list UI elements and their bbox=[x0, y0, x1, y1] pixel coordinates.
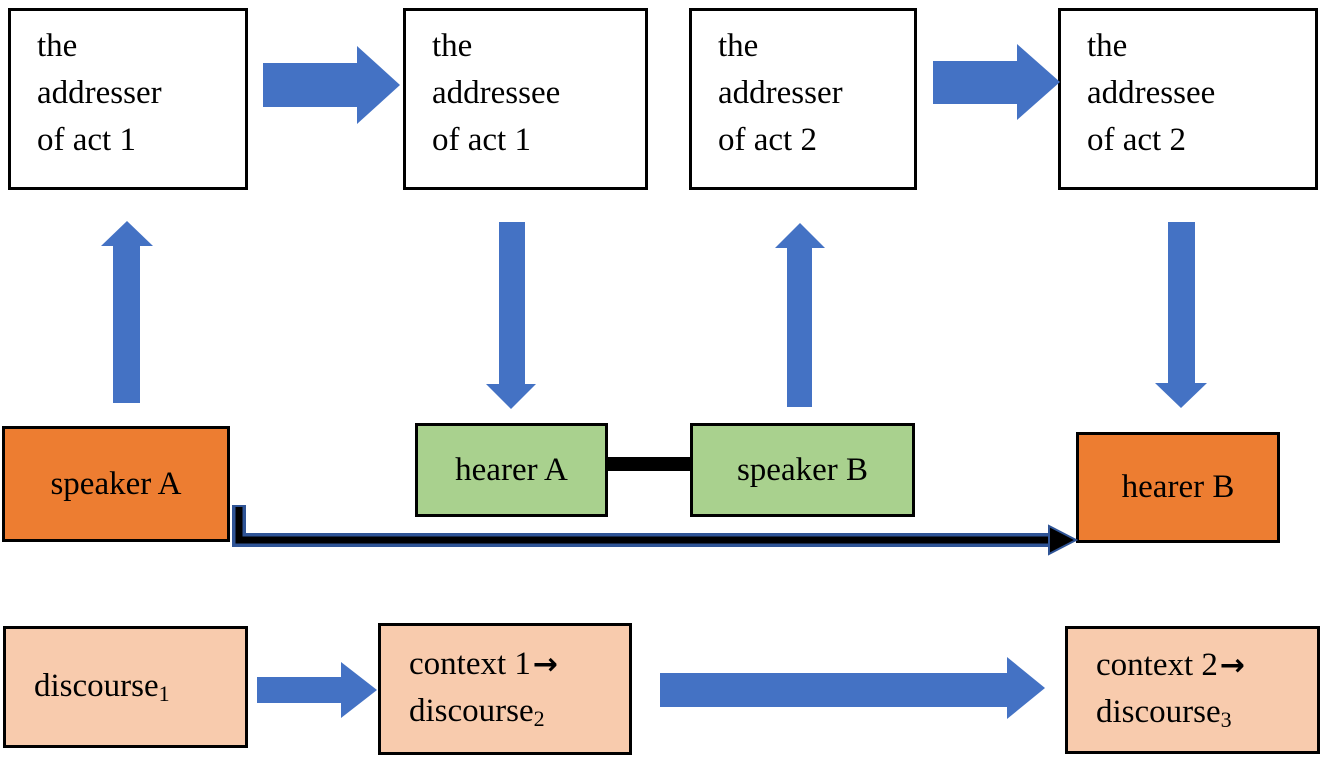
box-speaker-b: speaker B bbox=[690, 423, 915, 517]
arrow-head bbox=[101, 218, 153, 246]
context1-text: context 1 bbox=[409, 646, 531, 682]
discourse-3-subscript: 3 bbox=[1220, 707, 1232, 732]
box-addresser-act2-line2: addresser bbox=[718, 75, 843, 111]
box-addresser-act2-line3: of act 2 bbox=[718, 122, 817, 158]
arrow-shaft bbox=[787, 245, 812, 407]
discourse-2-line: discourse2 bbox=[409, 688, 629, 737]
box-speaker-a-label: speaker A bbox=[50, 465, 182, 502]
down-arrow-addressee2-to-hearerB-icon bbox=[1155, 222, 1208, 408]
box-context2-discourse3: context 2→ discourse3 bbox=[1065, 626, 1320, 754]
arrow-shaft bbox=[499, 222, 525, 384]
box-addressee-act2: the addressee of act 2 bbox=[1058, 8, 1318, 190]
box-discourse-1: discourse1 bbox=[3, 626, 248, 748]
arrow-shaft bbox=[257, 677, 341, 703]
discourse-3-base: discourse bbox=[1096, 694, 1221, 730]
up-arrow-speakerB-to-addresser2-icon bbox=[775, 220, 825, 407]
box-addresser-act2: the addresser of act 2 bbox=[689, 8, 917, 190]
right-arrow-context1-to-context2-icon bbox=[660, 657, 1045, 719]
box-addressee-act1: the addressee of act 1 bbox=[403, 8, 648, 190]
box-addressee-act1-line2: addressee bbox=[432, 75, 561, 111]
box-addresser-act1: the addresser of act 1 bbox=[8, 8, 248, 190]
discourse-2-subscript: 2 bbox=[533, 706, 545, 731]
arrow-head bbox=[357, 46, 403, 124]
discourse-3-line: discourse3 bbox=[1096, 689, 1317, 738]
elbow-connector-speakerA-to-hearerB bbox=[232, 505, 1079, 556]
box-addressee-act2-line3: of act 2 bbox=[1087, 122, 1186, 158]
discourse-1-subscript: 1 bbox=[158, 680, 170, 706]
box-addressee-act1-line3: of act 1 bbox=[432, 122, 531, 158]
box-hearer-b: hearer B bbox=[1076, 432, 1280, 543]
box-addresser-act2-line1: the bbox=[718, 28, 759, 64]
context1-arrow-icon: → bbox=[532, 647, 559, 682]
arrow-head bbox=[1017, 44, 1063, 120]
box-speaker-b-label: speaker B bbox=[736, 451, 869, 488]
context2-text: context 2 bbox=[1096, 647, 1218, 683]
context2-arrow-icon: → bbox=[1219, 648, 1246, 683]
box-context1-discourse2: context 1→ discourse2 bbox=[378, 623, 632, 755]
box-addresser-act1-line3: of act 1 bbox=[37, 122, 136, 158]
link-hearerA-speakerB bbox=[608, 457, 690, 471]
box-addressee-act2-line1: the bbox=[1087, 28, 1128, 64]
box-addressee-act1-line1: the bbox=[432, 28, 473, 64]
arrow-head bbox=[486, 384, 536, 412]
right-arrow-addresser2-to-addressee2-icon bbox=[933, 44, 1060, 120]
right-arrow-discourse1-to-context1-icon bbox=[257, 662, 377, 718]
arrow-shaft bbox=[660, 673, 1007, 707]
right-arrow-addresser1-to-addressee1-icon bbox=[263, 46, 400, 124]
connector-arrow-head bbox=[1048, 524, 1079, 556]
arrow-shaft bbox=[113, 243, 140, 403]
box-discourse-1-label: discourse1 bbox=[34, 663, 245, 712]
arrow-shaft bbox=[1168, 222, 1195, 383]
box-speaker-a: speaker A bbox=[2, 426, 230, 542]
arrow-head bbox=[1155, 383, 1207, 411]
context1-line: context 1→ bbox=[409, 641, 629, 688]
arrow-head bbox=[1007, 657, 1048, 719]
box-addressee-act2-line2: addressee bbox=[1087, 75, 1216, 111]
up-arrow-speakerA-to-addresser1-icon bbox=[101, 218, 153, 403]
box-hearer-a: hearer A bbox=[415, 423, 608, 517]
discourse-1-base: discourse bbox=[34, 667, 159, 704]
arrow-shaft bbox=[933, 61, 1017, 104]
arrow-shaft bbox=[263, 63, 357, 107]
down-arrow-addressee1-to-hearerA-icon bbox=[486, 222, 537, 409]
box-hearer-b-label: hearer B bbox=[1121, 469, 1235, 505]
box-hearer-a-label: hearer A bbox=[455, 451, 568, 488]
context2-line: context 2→ bbox=[1096, 642, 1317, 689]
box-addresser-act1-line2: addresser bbox=[37, 75, 162, 111]
box-addresser-act1-line1: the bbox=[37, 28, 78, 64]
arrow-head bbox=[775, 220, 825, 248]
arrow-head bbox=[341, 662, 380, 718]
discourse-2-base: discourse bbox=[409, 693, 534, 729]
